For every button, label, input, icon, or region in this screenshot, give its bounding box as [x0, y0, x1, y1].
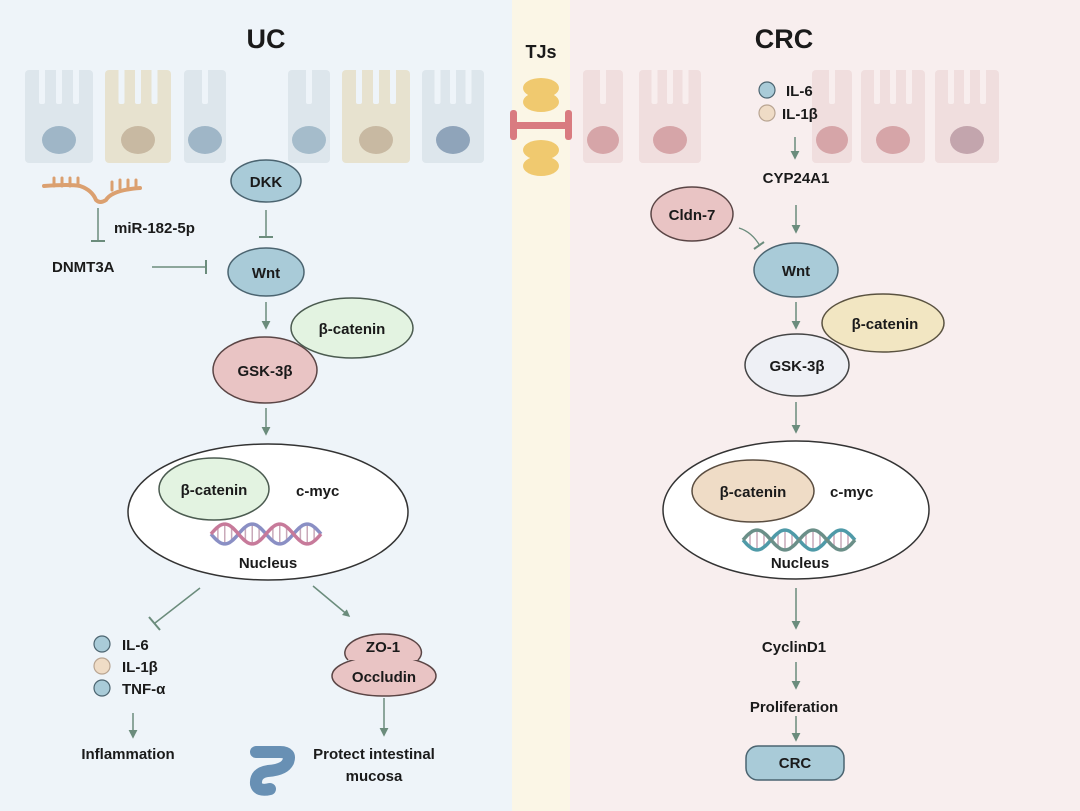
intestine-icon: [249, 746, 295, 796]
crc-cmyc-label: c-myc: [830, 484, 873, 501]
cldn7-inhibit-bar: [753, 241, 765, 250]
crc-nucleus-beta-catenin-label: β-catenin: [720, 484, 787, 501]
epithelial-cell: [935, 68, 999, 163]
uc-gsk-label: GSK-3β: [238, 363, 293, 380]
mirna-icon: [42, 176, 142, 204]
epithelial-cell: [288, 68, 330, 163]
tight-junction-icon: [510, 78, 572, 176]
dnmt3a-label: DNMT3A: [52, 259, 115, 276]
uc-il6-dot: [93, 635, 111, 653]
epithelial-cell: [342, 68, 410, 163]
uc-il1b-dot: [93, 657, 111, 675]
uc-nucleus-beta-catenin-node: [158, 457, 270, 521]
uc-tnfa-dot: [93, 679, 111, 697]
crc-wnt-node: [753, 242, 839, 298]
crc-il6-label: IL-6: [786, 83, 813, 100]
uc-dna-icon: [209, 522, 323, 546]
zo1-occludin-node: [331, 633, 437, 697]
cyp-label: CYP24A1: [763, 170, 830, 187]
mirna-label: miR-182-5p: [114, 220, 195, 237]
cldn7-inhibit-line: [738, 227, 761, 247]
inflammation-label: Inflammation: [81, 746, 174, 763]
inflammation-inhibit-line: [154, 587, 201, 624]
uc-il6-label: IL-6: [122, 637, 149, 654]
protect-label-line1: Protect intestinal: [313, 746, 435, 763]
uc-nucleus-beta-catenin-label: β-catenin: [181, 482, 248, 499]
dkk-label: DKK: [250, 174, 283, 191]
protect-label-line2: mucosa: [346, 768, 403, 785]
epithelial-cell: [812, 68, 852, 163]
crc-nucleus-label: Nucleus: [771, 555, 829, 572]
epithelial-cells: [25, 68, 999, 163]
crc-outcome-label: CRC: [779, 755, 812, 772]
epithelial-cell: [583, 68, 623, 163]
occludin-label: Occludin: [352, 669, 416, 686]
inflammation-inhibit-bar: [148, 616, 161, 631]
crc-il6-dot: [758, 81, 776, 99]
crc-gsk-node: [744, 333, 850, 397]
crc-il1b-dot: [758, 104, 776, 122]
uc-beta-catenin-label: β-catenin: [319, 321, 386, 338]
epithelial-cell: [184, 68, 226, 163]
crc-title: CRC: [755, 24, 814, 54]
uc-wnt-label: Wnt: [252, 265, 280, 282]
dna-strand: [741, 528, 857, 552]
cyclin-label: CyclinD1: [762, 639, 826, 656]
crc-wnt-label: Wnt: [782, 263, 810, 280]
cldn7-label: Cldn-7: [669, 207, 716, 224]
crc-nucleus-beta-catenin-node: [691, 459, 815, 523]
crc-outcome-box: [745, 745, 845, 781]
epithelial-cell: [25, 68, 93, 163]
tj-panel-background: [512, 0, 570, 811]
tjs-title: TJs: [525, 42, 556, 62]
epithelial-cell: [105, 68, 171, 163]
uc-gsk-node: [212, 336, 318, 404]
epithelial-cell: [639, 68, 701, 163]
uc-nucleus-label: Nucleus: [239, 555, 297, 572]
crc-beta-catenin-node: [821, 293, 945, 353]
uc-beta-catenin-node: [290, 297, 414, 359]
zo1-label: ZO-1: [366, 639, 400, 656]
epithelial-cell: [861, 68, 925, 163]
cldn7-node: [650, 186, 734, 242]
uc-cmyc-label: c-myc: [296, 483, 339, 500]
uc-wnt-node: [227, 247, 305, 297]
crc-beta-catenin-label: β-catenin: [852, 316, 919, 333]
crc-dna-icon: [741, 528, 857, 552]
uc-tnfa-label: TNF-α: [122, 681, 166, 698]
epithelial-cell: [422, 68, 484, 163]
protect-arrow: [312, 585, 351, 617]
proliferation-label: Proliferation: [750, 699, 838, 716]
dna-strand: [209, 522, 323, 546]
uc-il1b-label: IL-1β: [122, 659, 158, 676]
crc-il1b-label: IL-1β: [782, 106, 818, 123]
uc-title: UC: [247, 24, 286, 54]
dkk-node: [230, 159, 302, 203]
crc-gsk-label: GSK-3β: [770, 358, 825, 375]
